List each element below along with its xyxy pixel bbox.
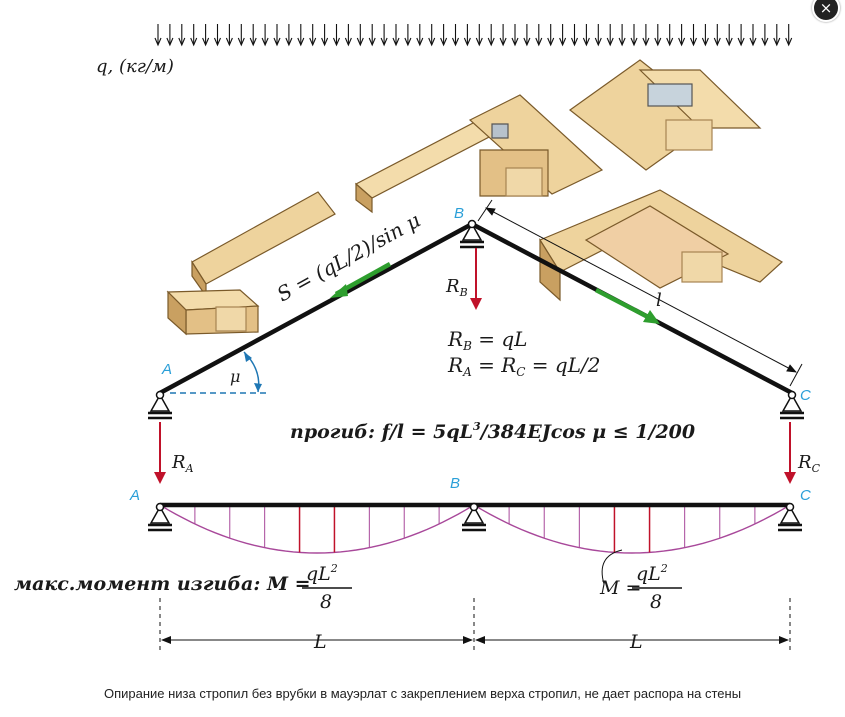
- load-arrow: [785, 24, 793, 47]
- load-arrow: [190, 24, 198, 47]
- load-arrow: [499, 24, 507, 47]
- close-icon[interactable]: ×: [812, 0, 840, 22]
- formula-ra-rc: RA = RC = qL/2: [447, 353, 600, 379]
- load-arrow: [273, 24, 281, 47]
- load-arrow: [166, 24, 174, 47]
- load-arrow: [678, 24, 686, 47]
- support-a-beam: [148, 502, 172, 532]
- rafter-length-dimension: [477, 199, 803, 387]
- load-arrow: [535, 24, 543, 47]
- load-arrow: [416, 24, 424, 47]
- support-c-top: [780, 390, 804, 420]
- reaction-c-label: RC: [797, 452, 821, 475]
- load-arrow: [237, 24, 245, 47]
- rafter-length-label: l: [656, 290, 662, 311]
- rafter-supports: [148, 219, 804, 420]
- load-arrow: [249, 24, 257, 47]
- load-arrow: [225, 24, 233, 47]
- load-arrow: [523, 24, 531, 47]
- angle-marker: [170, 351, 266, 394]
- point-a-label-top: A: [161, 361, 172, 378]
- moment-numerator-right: qL2: [636, 562, 668, 585]
- load-arrow: [559, 24, 567, 47]
- bending-moment-diagram: [159, 504, 791, 554]
- load-arrow: [773, 24, 781, 47]
- load-arrow: [701, 24, 709, 47]
- span-dimensions: [159, 598, 791, 652]
- load-arrow: [154, 24, 162, 47]
- support-b-top: [460, 219, 484, 249]
- span-right-label: L: [629, 631, 643, 653]
- load-arrow: [380, 24, 388, 47]
- load-arrow: [725, 24, 733, 47]
- load-arrow: [570, 24, 579, 47]
- load-arrow: [213, 24, 222, 47]
- load-arrow: [356, 24, 364, 47]
- load-arrow: [487, 24, 495, 47]
- point-a-label-beam: A: [129, 487, 140, 504]
- load-arrow: [642, 24, 650, 47]
- distributed-load-arrows: [154, 24, 793, 47]
- load-arrow: [654, 24, 662, 47]
- reaction-arrows: [154, 248, 796, 484]
- load-arrow: [749, 24, 757, 47]
- point-b-label-top: B: [454, 205, 464, 222]
- beam-supports: [148, 502, 802, 532]
- load-arrow: [178, 24, 186, 47]
- point-b-label-beam: B: [450, 475, 460, 492]
- load-arrow: [344, 24, 352, 47]
- moment-curve: [159, 504, 475, 554]
- load-arrow: [451, 24, 460, 47]
- load-arrow: [309, 24, 317, 47]
- load-arrow: [511, 24, 519, 47]
- load-arrow: [404, 24, 412, 47]
- formula-rb: RB = qL: [447, 327, 527, 353]
- load-arrow: [440, 24, 448, 47]
- load-arrow: [606, 24, 614, 47]
- load-arrow: [761, 24, 769, 47]
- load-arrow: [428, 24, 436, 47]
- load-arrow: [463, 24, 471, 47]
- support-c-beam: [778, 502, 802, 532]
- load-arrow: [630, 24, 638, 47]
- load-arrow: [261, 24, 269, 47]
- moment-numerator-left: qL2: [306, 562, 338, 585]
- point-c-label-top: C: [800, 387, 811, 404]
- load-arrow: [594, 24, 602, 47]
- moment-label-right: M =: [599, 577, 641, 599]
- max-moment-label: макс.момент изгиба: M =: [14, 573, 311, 595]
- angle-label: μ: [230, 367, 240, 386]
- deflection-formula: прогиб: f/l = 5qL3/384EJcos μ ≤ 1/200: [290, 420, 695, 443]
- load-arrow: [475, 24, 483, 47]
- load-arrow: [689, 24, 698, 47]
- load-arrow: [202, 24, 210, 47]
- point-c-label-beam: C: [800, 487, 811, 504]
- moment-denominator-left: 8: [320, 591, 332, 613]
- moment-curve: [473, 504, 791, 554]
- load-arrow: [321, 24, 329, 47]
- load-arrow: [285, 24, 293, 47]
- load-arrow: [332, 24, 341, 47]
- reaction-a-label: RA: [171, 452, 194, 475]
- load-label: q, (кг/м): [96, 56, 174, 77]
- load-arrow: [737, 24, 745, 47]
- load-arrow: [713, 24, 721, 47]
- load-arrow: [618, 24, 626, 47]
- moment-denominator-right: 8: [650, 591, 662, 613]
- figure-caption: Опирание низа стропил без врубки в мауэр…: [103, 686, 742, 701]
- span-left-label: L: [313, 631, 327, 653]
- load-arrow: [582, 24, 590, 47]
- load-arrow: [297, 24, 305, 47]
- load-arrow: [368, 24, 376, 47]
- load-arrow: [547, 24, 555, 47]
- load-arrow: [392, 24, 400, 47]
- support-a-top: [148, 390, 172, 420]
- support-b-beam: [462, 502, 486, 532]
- reaction-b-label: RB: [445, 276, 468, 299]
- load-arrow: [666, 24, 674, 47]
